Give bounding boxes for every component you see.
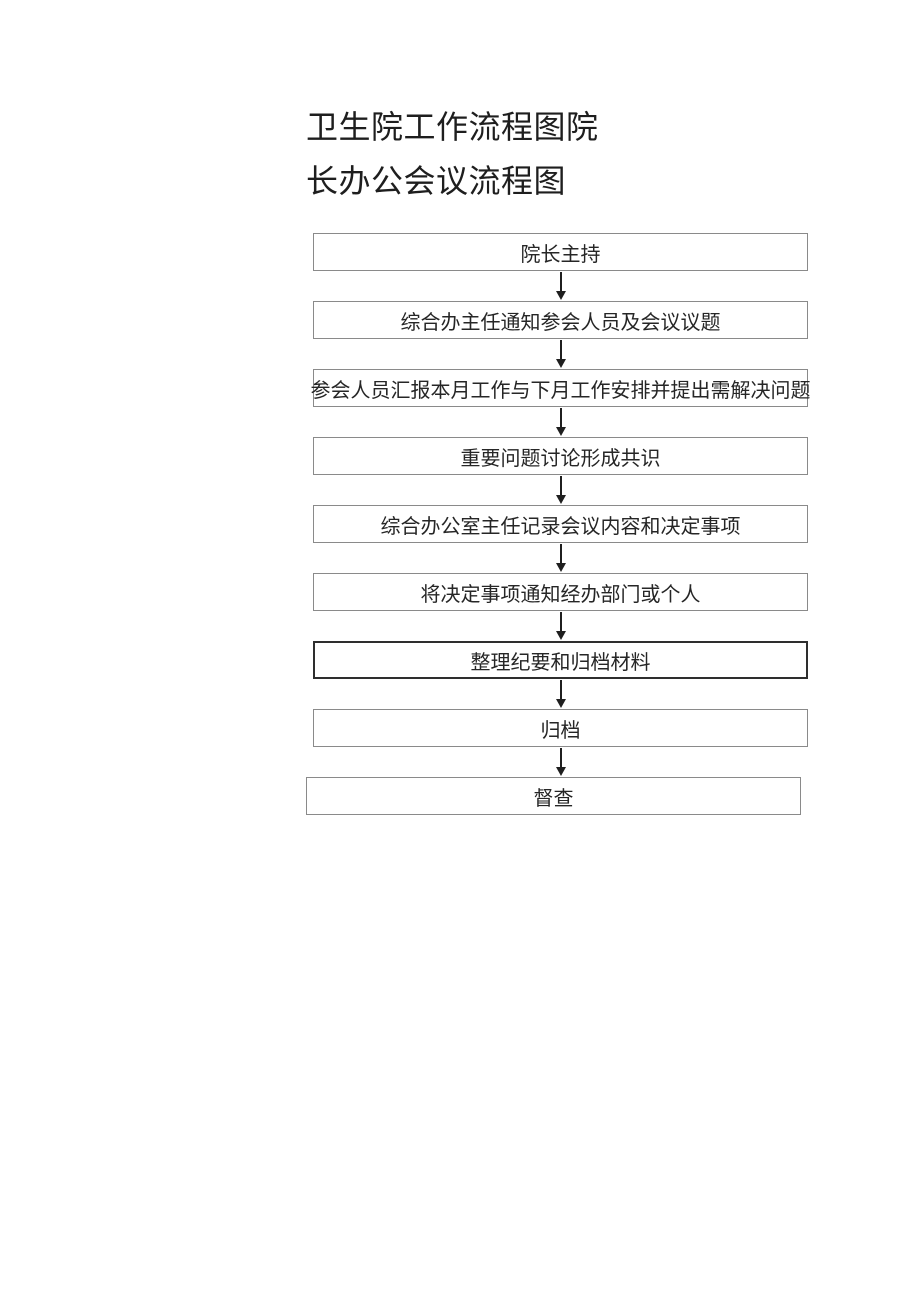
flow-step-box: 重要问题讨论形成共识 — [313, 437, 808, 475]
flow-step-label: 综合办主任通知参会人员及会议议题 — [400, 311, 721, 334]
down-arrow-connector-icon — [313, 543, 808, 573]
down-arrow-connector-icon — [313, 679, 808, 709]
flow-step-box: 将决定事项通知经办部门或个人 — [313, 573, 808, 611]
arrow-head — [555, 427, 566, 436]
flowchart: 院长主持综合办主任通知参会人员及会议议题参会人员汇报本月工作与下月工作安排并提出… — [306, 233, 811, 815]
flow-step-box: 院长主持 — [313, 233, 808, 271]
down-arrow-connector-icon — [313, 407, 808, 437]
arrow-head — [555, 563, 566, 572]
down-arrow-connector-icon — [313, 271, 808, 301]
flow-step-box: 参会人员汇报本月工作与下月工作安排并提出需解决问题 — [310, 369, 811, 407]
down-arrow-connector-icon — [313, 339, 808, 369]
arrow-head — [555, 699, 566, 708]
flow-step-label: 整理纪要和归档材料 — [470, 651, 651, 674]
arrow-stem — [559, 748, 562, 767]
down-arrow-connector-icon — [313, 611, 808, 641]
flow-step-label: 参会人员汇报本月工作与下月工作安排并提出需解决问题 — [310, 379, 811, 402]
arrow-stem — [559, 544, 562, 563]
arrow-head — [555, 631, 566, 640]
arrow-head — [555, 291, 566, 300]
flow-step-box: 综合办主任通知参会人员及会议议题 — [313, 301, 808, 339]
arrow-stem — [559, 408, 562, 427]
page-title-line-2: 长办公会议流程图 — [306, 163, 567, 199]
flow-step-box: 整理纪要和归档材料 — [313, 641, 808, 679]
page-title-line-1: 卫生院工作流程图院 — [306, 109, 599, 145]
arrow-stem — [559, 340, 562, 359]
flow-step-box: 督查 — [306, 777, 801, 815]
flow-step-label: 督查 — [533, 787, 574, 810]
page-title: 卫生院工作流程图院 长办公会议流程图 — [306, 100, 599, 208]
arrow-stem — [559, 680, 562, 699]
arrow-stem — [559, 612, 562, 631]
arrow-head — [555, 359, 566, 368]
flow-step-label: 综合办公室主任记录会议内容和决定事项 — [380, 515, 741, 538]
down-arrow-connector-icon — [313, 747, 808, 777]
flow-step-box: 归档 — [313, 709, 808, 747]
arrow-stem — [559, 272, 562, 291]
down-arrow-connector-icon — [313, 475, 808, 505]
flow-step-label: 院长主持 — [520, 243, 601, 266]
arrow-stem — [559, 476, 562, 495]
flow-step-label: 归档 — [540, 719, 581, 742]
flow-step-label: 将决定事项通知经办部门或个人 — [420, 583, 701, 606]
flow-step-box: 综合办公室主任记录会议内容和决定事项 — [313, 505, 808, 543]
flow-step-label: 重要问题讨论形成共识 — [460, 447, 661, 470]
arrow-head — [555, 495, 566, 504]
arrow-head — [555, 767, 566, 776]
